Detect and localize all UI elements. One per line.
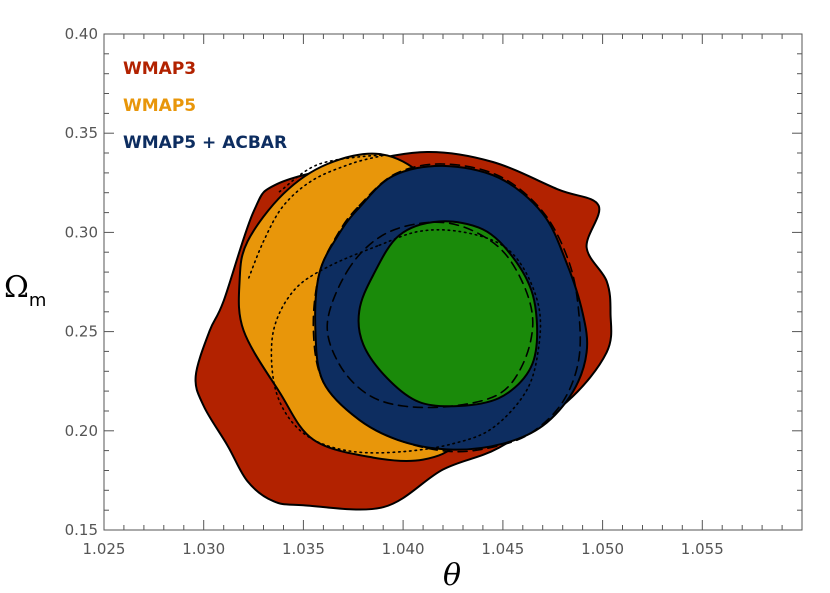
y-tick-label: 0.30 [65, 223, 98, 241]
y-axis-title: Ωm [4, 270, 46, 311]
y-tick-label: 0.20 [65, 422, 98, 440]
contour-line-dotted-4 [246, 154, 385, 282]
y-axis-title-sub: m [29, 290, 47, 311]
x-tick-label: 1.045 [481, 540, 524, 558]
y-axis-title-main: Ω [4, 270, 29, 305]
y-tick-label: 0.15 [65, 521, 98, 539]
legend-entry: WMAP3 [123, 59, 196, 79]
x-tick-label: 1.040 [382, 540, 425, 558]
contour-line-dashed-2 [312, 163, 582, 453]
plot-frame [103, 33, 803, 531]
y-tick-label: 0.25 [65, 323, 98, 341]
legend-entry: WMAP5 [123, 96, 196, 116]
axis-ticks [103, 33, 803, 531]
confidence-regions [194, 150, 613, 511]
y-tick-label: 0.40 [65, 25, 98, 43]
x-tick-label: 1.035 [282, 540, 325, 558]
x-axis-title: θ [443, 558, 461, 593]
x-tick-label: 1.025 [83, 540, 126, 558]
y-tick-label: 0.35 [65, 124, 98, 142]
x-tick-label: 1.055 [681, 540, 724, 558]
axis-tick-labels: 1.025 1.030 1.035 1.040 1.045 1.050 1.055 0.15 0… [65, 25, 724, 558]
x-tick-label: 1.030 [182, 540, 225, 558]
region-wmap5-acbar-inner [357, 220, 539, 408]
x-tick-label: 1.050 [581, 540, 624, 558]
legend-entry: WMAP5 + ACBAR [123, 133, 287, 153]
contour-line-dashed-1 [326, 221, 534, 409]
contour-lines [246, 154, 582, 454]
contour-line-dotted-3 [270, 228, 542, 454]
